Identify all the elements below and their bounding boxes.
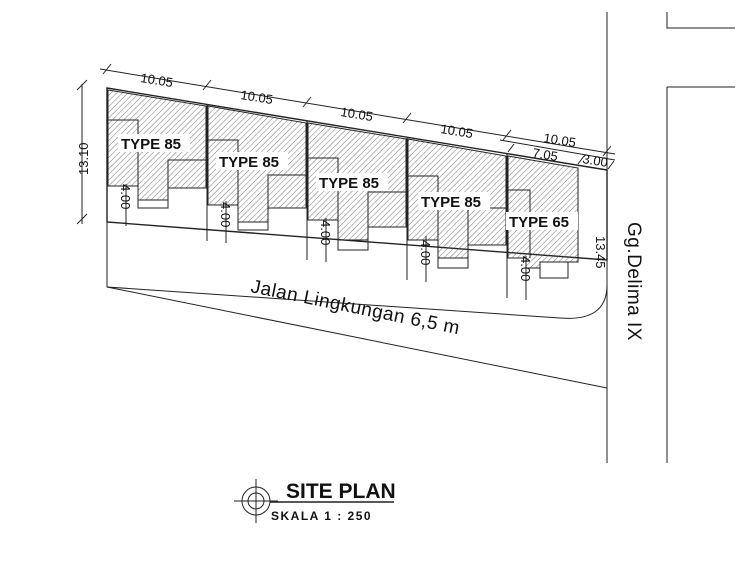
house-type-label: TYPE 85	[121, 136, 181, 153]
room-lines	[108, 119, 139, 186]
depth-left-label: 13.10	[76, 142, 91, 175]
setback-label: 4.00	[118, 184, 133, 209]
porch-outline	[137, 200, 169, 209]
room-lines	[267, 174, 306, 208]
setback-label: 4.00	[318, 220, 333, 245]
house-type-label: TYPE 65	[509, 214, 569, 231]
type-label-bg	[316, 173, 388, 191]
lot-width-label: 10.05	[240, 87, 274, 107]
drawing-title: SITE PLAN	[286, 480, 396, 503]
dimension-line	[99, 68, 616, 155]
room-lines	[508, 189, 531, 258]
room-lines	[367, 191, 406, 227]
setback-label: 4.00	[518, 256, 533, 281]
type-label-bg	[118, 134, 190, 152]
dim-tick	[507, 143, 515, 153]
left-depth-dimension	[76, 79, 88, 225]
dim-tick	[577, 155, 585, 165]
porch-outline	[237, 222, 269, 231]
top-dimension	[99, 63, 616, 170]
road-end	[106, 286, 608, 389]
lot-width-label: 10.05	[440, 121, 474, 141]
setback-label: 4.00	[218, 202, 233, 227]
dimension-line	[499, 139, 616, 161]
dim-tick	[102, 63, 112, 75]
setback-label: 4.00	[418, 240, 433, 265]
dim-tick	[602, 145, 612, 157]
lots-boundary	[106, 87, 608, 261]
room-lines	[208, 139, 239, 205]
street-name: Jalan Lingkungan 6,5 m	[249, 276, 462, 339]
porch-outline	[337, 240, 369, 251]
dim-tick	[76, 213, 88, 225]
title-symbol	[234, 479, 278, 523]
drawing-scale: SKALA 1 : 250	[271, 509, 372, 523]
dim-tick	[502, 129, 512, 141]
dim-tick	[402, 112, 412, 124]
setback-dimensions	[125, 184, 527, 300]
house-type-label: TYPE 85	[319, 175, 379, 192]
house-type-label: TYPE 85	[219, 154, 279, 171]
room-lines	[167, 159, 206, 188]
dim-tick	[202, 79, 212, 91]
room-lines	[308, 157, 339, 220]
dim-tick	[76, 79, 88, 91]
room-lines	[408, 175, 439, 240]
house-type-label: TYPE 85	[421, 194, 481, 211]
road-curb-corner	[559, 284, 608, 319]
porch-outline	[539, 262, 569, 279]
dim-tick	[607, 160, 615, 170]
side-street-top-corner	[666, 12, 735, 29]
type-label-bg	[418, 192, 490, 210]
dim-tick	[302, 96, 312, 108]
lot-width-label: 10.05	[340, 104, 374, 124]
type-label-bg	[216, 152, 288, 170]
depth-right-label: 13.45	[593, 236, 608, 269]
lot-width-label: 10.05	[140, 70, 174, 90]
side-street-name: Gg.Delima IX	[623, 222, 644, 341]
porch-outline	[437, 258, 469, 269]
type-label-bg	[506, 212, 578, 230]
lot-width-label: 10.05	[543, 130, 577, 150]
lot-split-label: 3.00	[582, 151, 609, 170]
lot-split-label: 7.05	[532, 145, 559, 164]
